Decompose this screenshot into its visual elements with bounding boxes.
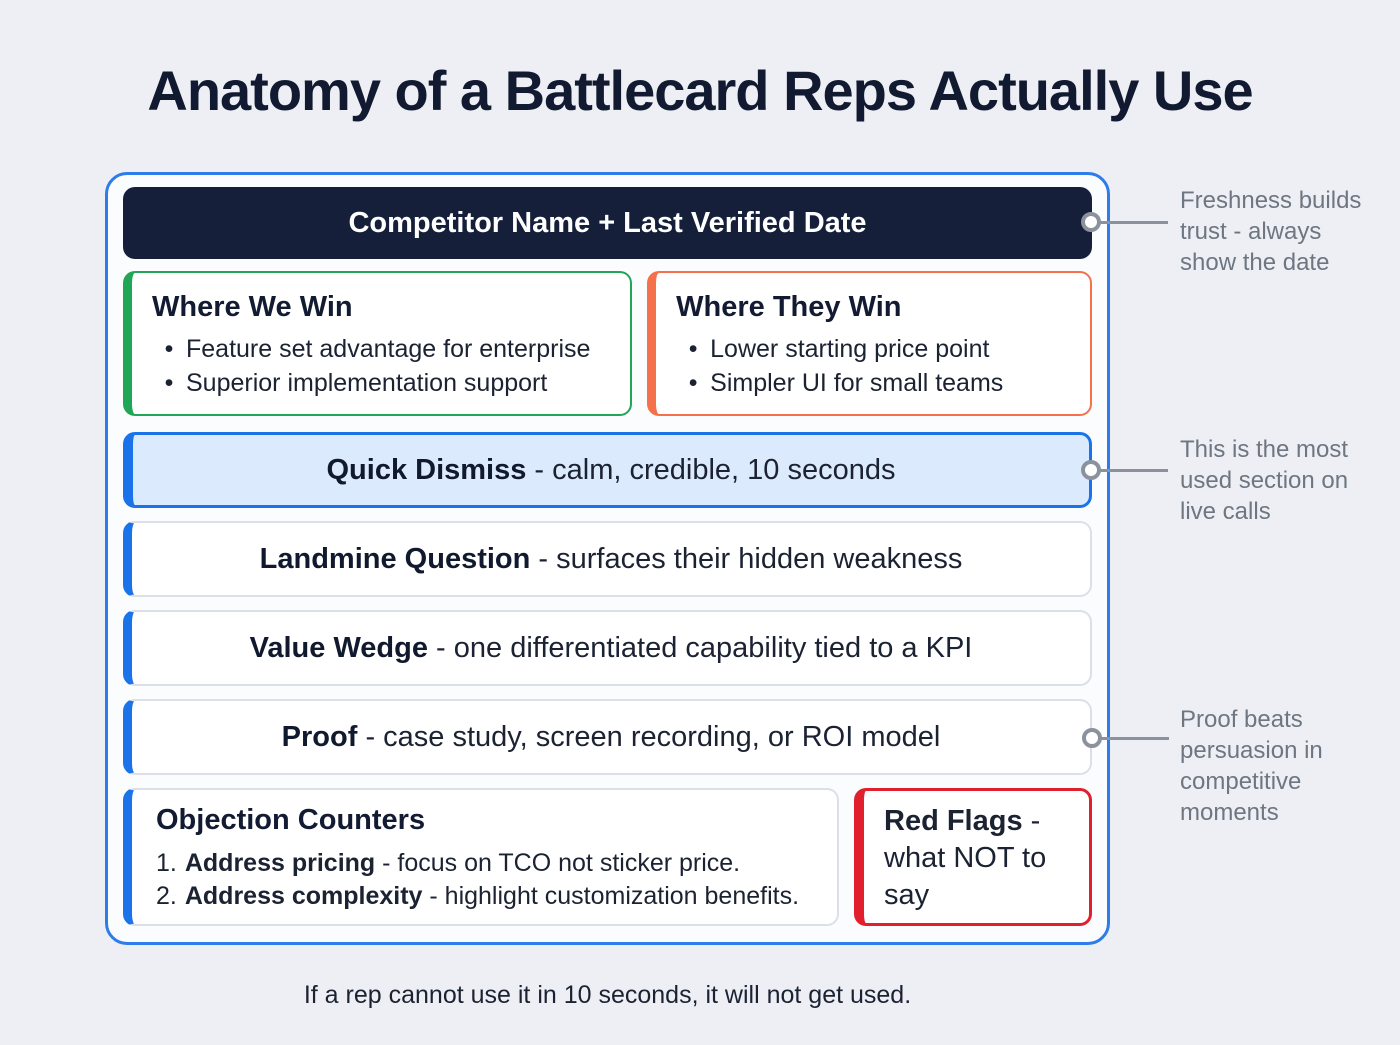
annotation-proof-beats: Proof beats persuasion in competitive mo… [1180,706,1323,826]
connector-circle [1081,460,1101,480]
list-item: • Simpler UI for small teams [676,366,1070,400]
row-text: Proof - case study, screen recording, or… [281,720,941,753]
connector-line [1090,469,1168,472]
proof-row: Proof - case study, screen recording, or… [123,699,1092,775]
value-wedge-row: Value Wedge - one differentiated capabil… [123,610,1092,686]
competitor-header: Competitor Name + Last Verified Date [123,187,1092,259]
competitor-header-label: Competitor Name + Last Verified Date [348,206,867,239]
annotation-freshness: Freshness builds trust - always show the… [1180,187,1362,276]
footer-note: If a rep cannot use it in 10 seconds, it… [303,981,912,1009]
row-text: Landmine Question - surfaces their hidde… [259,542,963,575]
row-text: Quick Dismiss - calm, credible, 10 secon… [326,453,896,486]
bullet-text: Lower starting price point [710,335,990,363]
list-item: • Lower starting price point [676,332,1070,366]
landmine-question-row: Landmine Question - surfaces their hidde… [123,521,1092,597]
where-we-win-box: Where We Win • Feature set advantage for… [123,271,633,416]
quick-dismiss-row: Quick Dismiss - calm, credible, 10 secon… [123,432,1092,508]
where-we-win-title: Where We Win [152,291,353,323]
win-row: Where We Win • Feature set advantage for… [123,271,1092,416]
row-text: Value Wedge - one differentiated capabil… [249,631,973,664]
bullet-text: Superior implementation support [186,369,548,397]
list-item: 2.Address complexity - highlight customi… [156,882,800,910]
battlecard: Competitor Name + Last Verified Date Whe… [105,172,1110,945]
list-item: • Feature set advantage for enterprise [152,332,610,366]
page-title: Anatomy of a Battlecard Reps Actually Us… [147,59,1253,122]
list-item: 1.Address pricing - focus on TCO not sti… [156,849,741,877]
connector-circle [1081,212,1101,232]
annotation-most-used: This is the most used section on live ca… [1180,436,1349,525]
where-they-win-title: Where They Win [676,291,902,323]
bullet-text: Simpler UI for small teams [710,369,1004,397]
bullet-dot: • [164,369,174,397]
bullet-dot: • [688,369,698,397]
connector-line [1091,737,1169,740]
where-they-win-box: Where They Win • Lower starting price po… [647,271,1092,416]
bullet-dot: • [688,335,698,363]
bottom-row: Objection Counters 1.Address pricing - f… [123,788,1092,926]
bullet-text: Feature set advantage for enterprise [186,335,591,363]
bullet-dot: • [164,335,174,363]
list-item: • Superior implementation support [152,366,610,400]
objection-counters-box: Objection Counters 1.Address pricing - f… [123,788,839,926]
objection-counters-title: Objection Counters [156,804,426,836]
connector-line [1090,221,1168,224]
connector-circle [1082,728,1102,748]
red-flags-box: Red Flags - what NOT to say [854,788,1092,926]
